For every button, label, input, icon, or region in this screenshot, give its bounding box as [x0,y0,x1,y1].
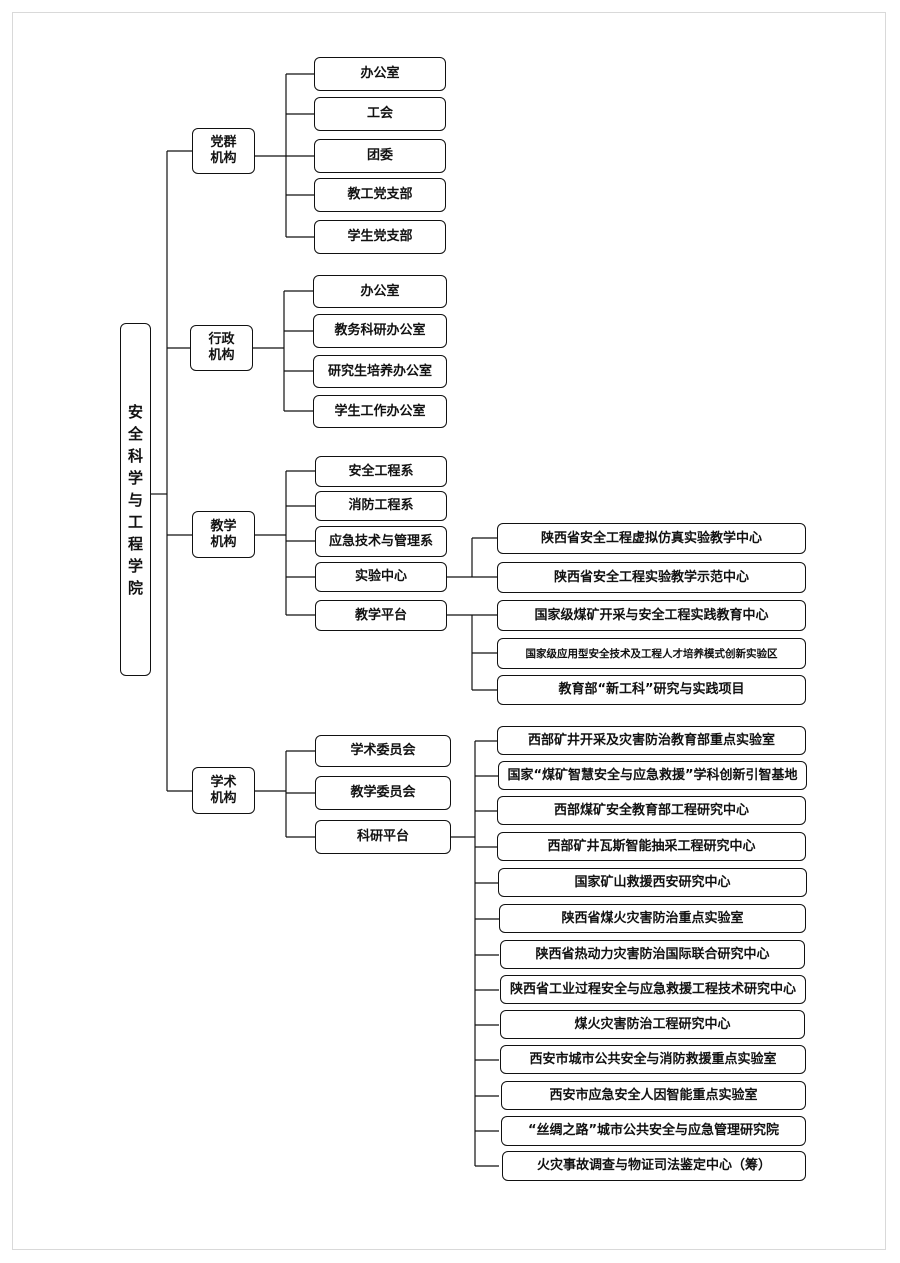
party-item-office: 办公室 [314,57,446,91]
teaching-platform-item-talent-zone: 国家级应用型安全技术及工程人才培养模式创新实验区 [497,638,806,669]
root-label-char: 学 [127,556,143,575]
research-platform-item-5: 国家矿山救援西安研究中心 [498,868,807,897]
teaching-item-platform: 教学平台 [315,600,447,631]
research-platform-item-2: 国家“煤矿智慧安全与应急救援”学科创新引智基地 [498,761,807,790]
root-label-char: 学 [127,468,143,487]
research-platform-item-13: 火灾事故调查与物证司法鉴定中心（筹） [502,1151,806,1181]
teaching-item-fire-dept: 消防工程系 [315,491,447,521]
admin-item-student-affairs: 学生工作办公室 [313,395,447,428]
teaching-item-lab-center: 实验中心 [315,562,447,592]
root-label-char: 程 [127,534,143,553]
research-platform-item-8: 陕西省工业过程安全与应急救援工程技术研究中心 [500,975,806,1004]
lab-center-item-virtual-sim: 陕西省安全工程虚拟仿真实验教学中心 [497,523,806,554]
research-platform-item-12: “丝绸之路”城市公共安全与应急管理研究院 [501,1116,806,1146]
admin-item-office: 办公室 [313,275,447,308]
teaching-item-emergency-dept: 应急技术与管理系 [315,526,447,557]
admin-item-academic-affairs: 教务科研办公室 [313,314,447,348]
academic-item-academic-committee: 学术委员会 [315,735,451,767]
root-label-char: 安 [127,402,143,421]
academic-item-research-platform: 科研平台 [315,820,451,854]
root-node: 安全科学与工程学院 [120,323,151,676]
teaching-platform-item-mining-practice: 国家级煤矿开采与安全工程实践教育中心 [497,600,806,631]
root-label-char: 院 [127,578,143,597]
teaching-platform-item-new-engineering: 教育部“新工科”研究与实践项目 [497,675,806,705]
research-platform-item-7: 陕西省热动力灾害防治国际联合研究中心 [500,940,805,969]
academic-item-teaching-committee: 教学委员会 [315,776,451,810]
research-platform-item-6: 陕西省煤火灾害防治重点实验室 [499,904,806,933]
category-node-teaching: 教学机构 [192,511,255,558]
party-item-union: 工会 [314,97,446,131]
root-label-char: 工 [127,512,143,531]
root-label-char: 与 [127,490,143,509]
research-platform-item-4: 西部矿井瓦斯智能抽采工程研究中心 [497,832,806,861]
category-node-party: 党群机构 [192,128,255,174]
research-platform-item-9: 煤火灾害防治工程研究中心 [500,1010,805,1039]
lab-center-item-demo-center: 陕西省安全工程实验教学示范中心 [497,562,806,593]
page-frame [12,12,886,1250]
research-platform-item-11: 西安市应急安全人因智能重点实验室 [501,1081,806,1110]
category-node-academic: 学术机构 [192,767,255,814]
category-node-admin: 行政机构 [190,325,253,371]
teaching-item-safety-dept: 安全工程系 [315,456,447,487]
party-item-youth-league: 团委 [314,139,446,173]
research-platform-item-1: 西部矿井开采及灾害防治教育部重点实验室 [497,726,806,755]
admin-item-graduate-office: 研究生培养办公室 [313,355,447,388]
root-label-char: 科 [127,446,143,465]
research-platform-item-3: 西部煤矿安全教育部工程研究中心 [497,796,806,825]
party-item-faculty-branch: 教工党支部 [314,178,446,212]
research-platform-item-10: 西安市城市公共安全与消防救援重点实验室 [500,1045,806,1074]
party-item-student-branch: 学生党支部 [314,220,446,254]
root-label-char: 全 [127,424,143,443]
